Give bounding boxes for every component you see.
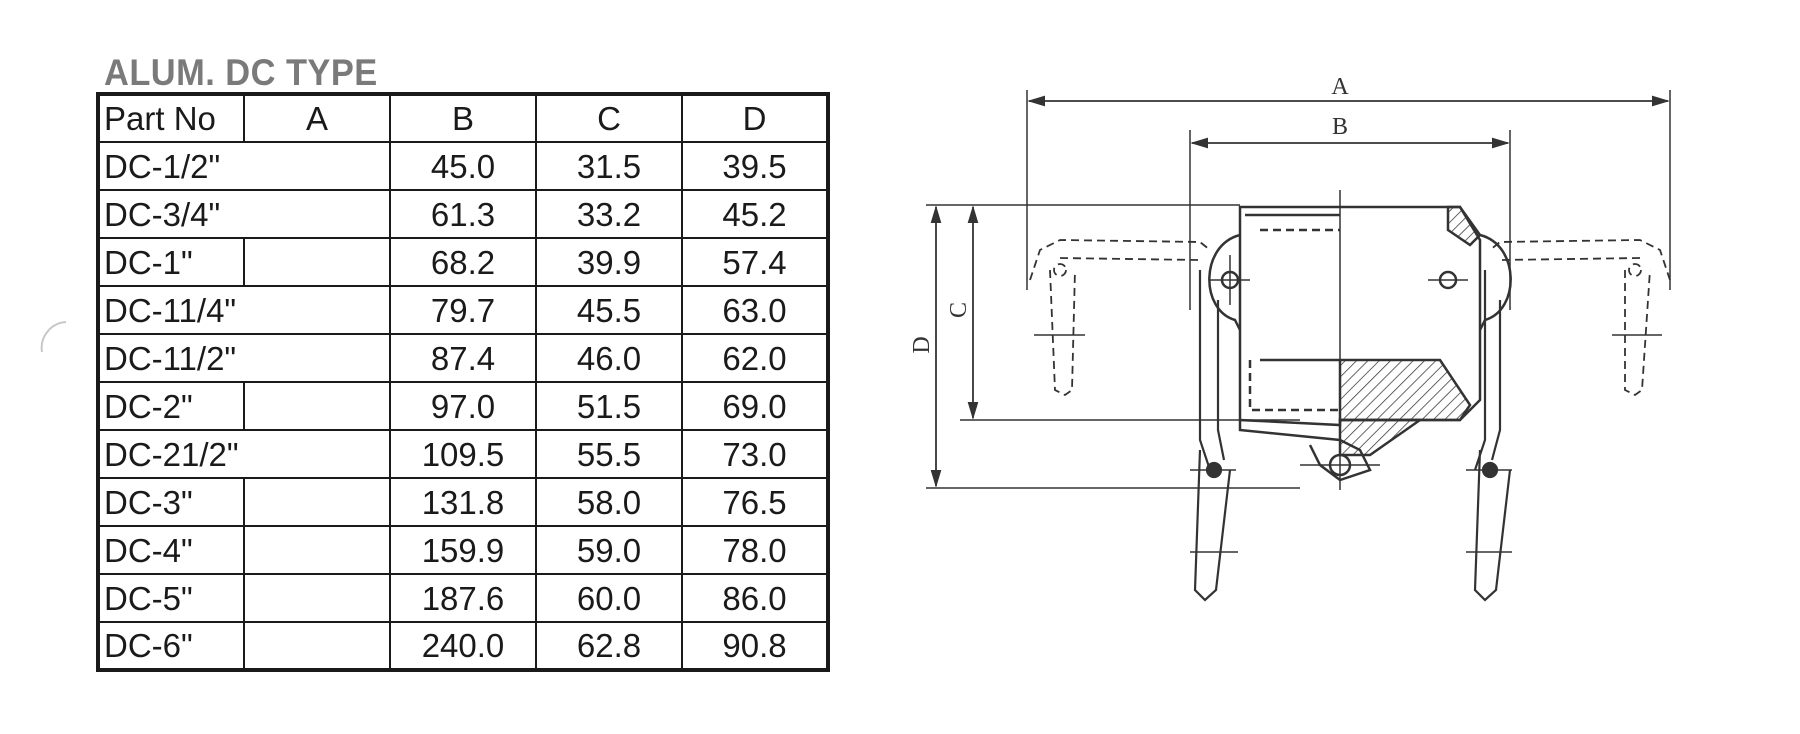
dim-label-a: A	[1331, 74, 1349, 100]
page-title: ALUM. DC TYPE	[104, 52, 378, 93]
scan-artifact-arc	[40, 321, 67, 353]
cam-lever-left-lowered	[1190, 270, 1238, 602]
cell-d: 73.0	[681, 429, 829, 479]
cell-a	[243, 525, 391, 575]
cell-a	[243, 477, 391, 527]
dimension-labels: A B D C	[909, 74, 1349, 354]
cell-d: 86.0	[681, 573, 829, 623]
cell-part-no: DC-3/4"	[97, 189, 244, 239]
cell-c: 45.5	[535, 285, 683, 335]
header-part-no: Part No	[97, 93, 245, 143]
cell-part-no: DC-1/2"	[97, 141, 244, 191]
cell-d: 63.0	[681, 285, 829, 335]
cell-a	[244, 285, 391, 335]
cell-a	[243, 621, 391, 671]
cell-part-no: DC-4"	[97, 525, 245, 575]
coupler-technical-drawing: A B D C	[909, 74, 1671, 602]
cell-c: 58.0	[535, 477, 683, 527]
coupler-body	[1208, 190, 1512, 490]
dim-label-d: D	[909, 336, 935, 353]
table-header-row: Part No A B C D	[97, 93, 829, 143]
cell-c: 39.9	[535, 237, 683, 287]
cell-part-no: DC-11/4"	[97, 285, 244, 335]
cell-a	[244, 333, 391, 383]
cell-part-no: DC-11/2"	[97, 333, 244, 383]
cell-part-no: DC-3"	[97, 477, 245, 527]
cell-c: 59.0	[535, 525, 683, 575]
header-b: B	[389, 93, 537, 143]
cell-b: 61.3	[389, 189, 537, 239]
cell-b: 97.0	[389, 381, 537, 431]
cell-a	[243, 381, 391, 431]
cell-d: 45.2	[681, 189, 829, 239]
cell-d: 62.0	[681, 333, 829, 383]
cell-d: 78.0	[681, 525, 829, 575]
cell-b: 109.5	[389, 429, 537, 479]
cell-b: 45.0	[389, 141, 537, 191]
cell-part-no: DC-2"	[97, 381, 245, 431]
cell-a	[244, 189, 391, 239]
cell-a	[243, 573, 391, 623]
header-d: D	[681, 93, 829, 143]
dimension-lines	[926, 90, 1671, 489]
cell-part-no: DC-5"	[97, 573, 245, 623]
cell-c: 46.0	[535, 333, 683, 383]
cell-d: 57.4	[681, 237, 829, 287]
cell-b: 68.2	[389, 237, 537, 287]
cell-d: 90.8	[681, 621, 829, 671]
cell-b: 79.7	[389, 285, 537, 335]
cell-b: 159.9	[389, 525, 537, 575]
cell-d: 69.0	[681, 381, 829, 431]
cell-a	[243, 237, 391, 287]
cell-b: 187.6	[389, 573, 537, 623]
cell-c: 60.0	[535, 573, 683, 623]
dim-label-b: B	[1332, 114, 1348, 140]
cell-c: 33.2	[535, 189, 683, 239]
cell-part-no: DC-1"	[97, 237, 245, 287]
cell-d: 39.5	[681, 141, 829, 191]
cell-b: 87.4	[389, 333, 537, 383]
cell-d: 76.5	[681, 477, 829, 527]
cell-a	[244, 141, 391, 191]
cell-c: 51.5	[535, 381, 683, 431]
cam-lever-left-raised	[1029, 239, 1211, 397]
header-c: C	[535, 93, 683, 143]
cell-part-no: DC-21/2"	[97, 429, 244, 479]
cam-lever-right-raised	[1489, 239, 1671, 397]
header-a: A	[243, 93, 391, 143]
cell-b: 240.0	[389, 621, 537, 671]
cell-c: 62.8	[535, 621, 683, 671]
cell-a	[244, 429, 391, 479]
cell-c: 31.5	[535, 141, 683, 191]
cell-part-no: DC-6"	[97, 621, 245, 671]
cell-b: 131.8	[389, 477, 537, 527]
dim-label-c: C	[946, 302, 972, 318]
cell-c: 55.5	[535, 429, 683, 479]
cam-lever-right-lowered	[1466, 270, 1512, 602]
